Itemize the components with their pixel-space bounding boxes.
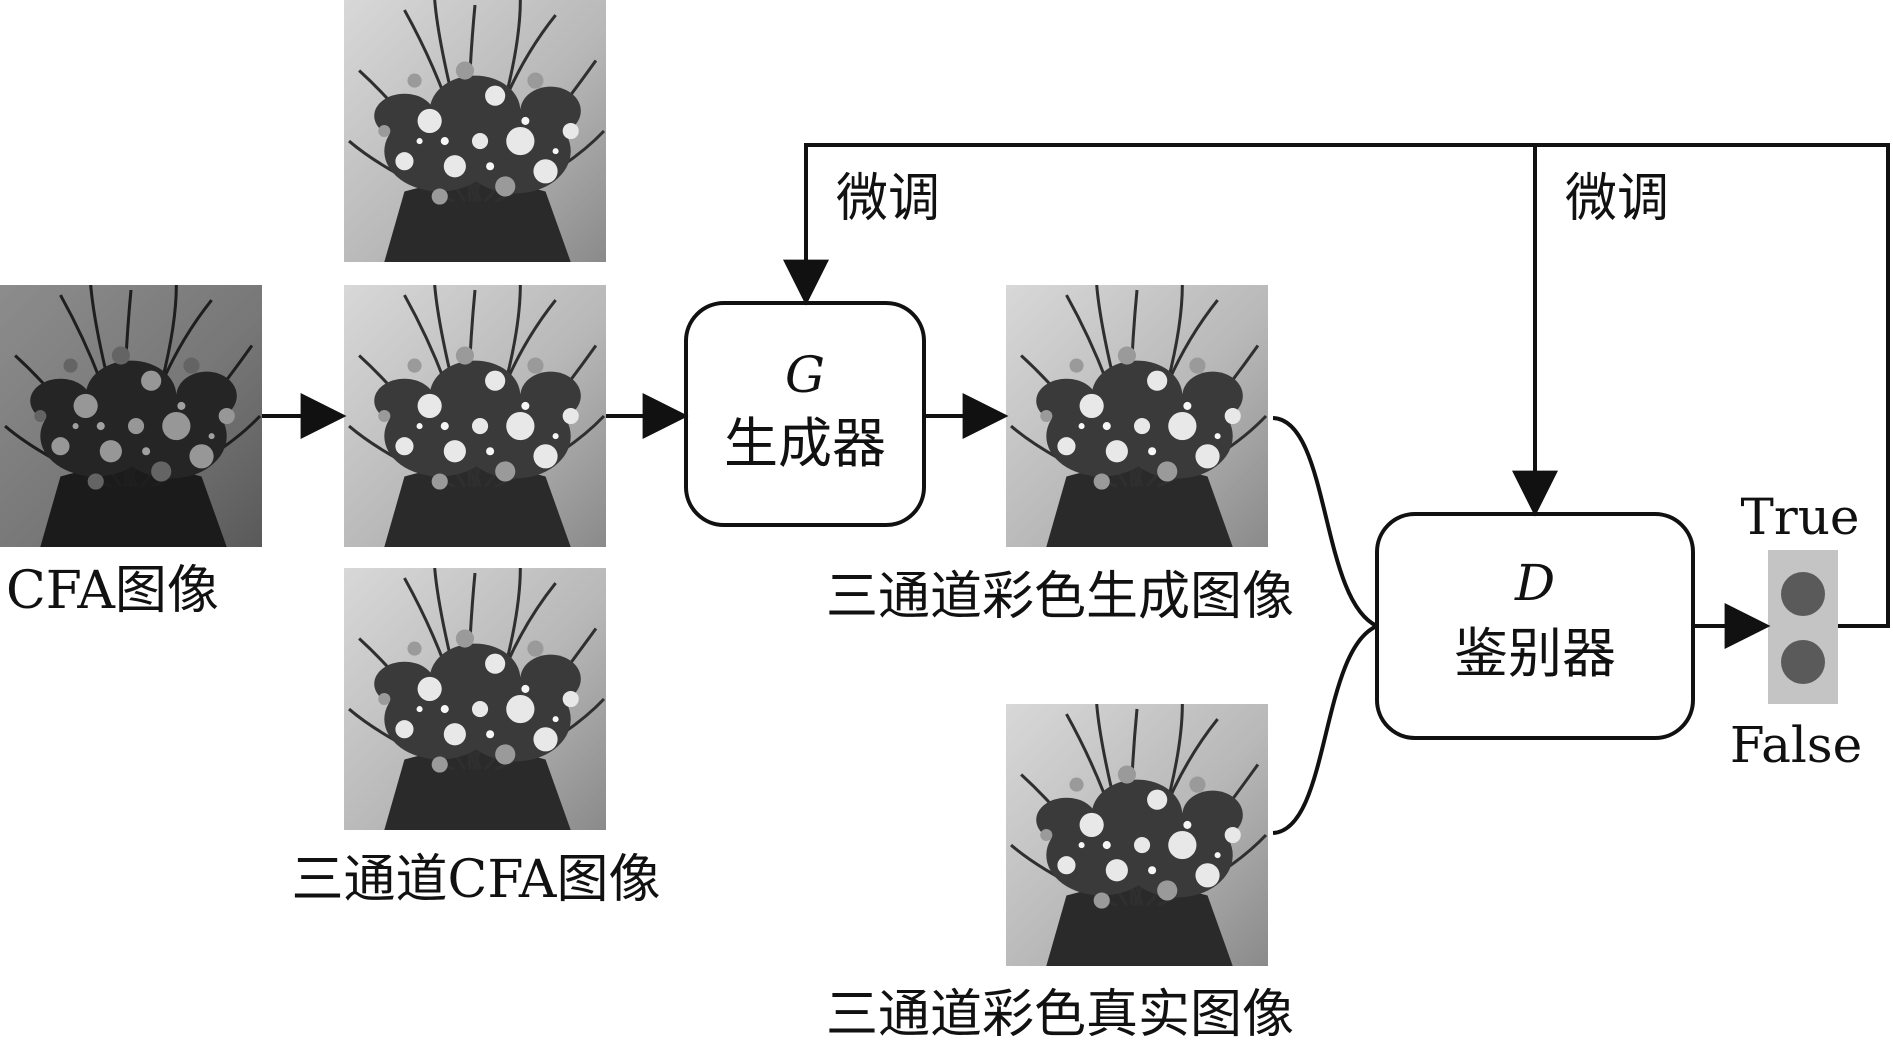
generated-image-label: 三通道彩色生成图像: [826, 567, 1294, 627]
generator-symbol: G: [785, 346, 825, 404]
output-false-label: False: [1730, 716, 1862, 774]
generated-image-photo: [1006, 285, 1268, 547]
cfa-image-label: CFA图像: [6, 561, 219, 621]
generator-name: 生成器: [724, 412, 886, 475]
real-image-photo: [1006, 704, 1268, 966]
generator-box: G 生成器: [684, 301, 926, 527]
real-image-label: 三通道彩色真实图像: [826, 985, 1294, 1045]
feedback-loop-to-generator: [783, 143, 1890, 628]
discriminator-symbol: D: [1514, 554, 1555, 612]
three-channel-cfa-photo-top: [344, 0, 606, 262]
curve-generated-to-discriminator: [1272, 416, 1378, 628]
three-channel-cfa-photo-bottom: [344, 568, 606, 830]
true-false-indicator-icon: [1768, 550, 1838, 704]
three-channel-cfa-photo-middle: [344, 285, 606, 547]
discriminator-name: 鉴别器: [1454, 622, 1616, 685]
fine-tune-label-generator: 微调: [836, 169, 940, 229]
three-channel-cfa-label: 三通道CFA图像: [292, 850, 661, 910]
discriminator-box: D 鉴别器: [1375, 512, 1695, 740]
output-true-label: True: [1740, 488, 1859, 546]
curve-real-to-discriminator: [1272, 624, 1378, 835]
cfa-image-photo: [0, 285, 262, 547]
fine-tune-label-discriminator: 微调: [1565, 169, 1669, 229]
